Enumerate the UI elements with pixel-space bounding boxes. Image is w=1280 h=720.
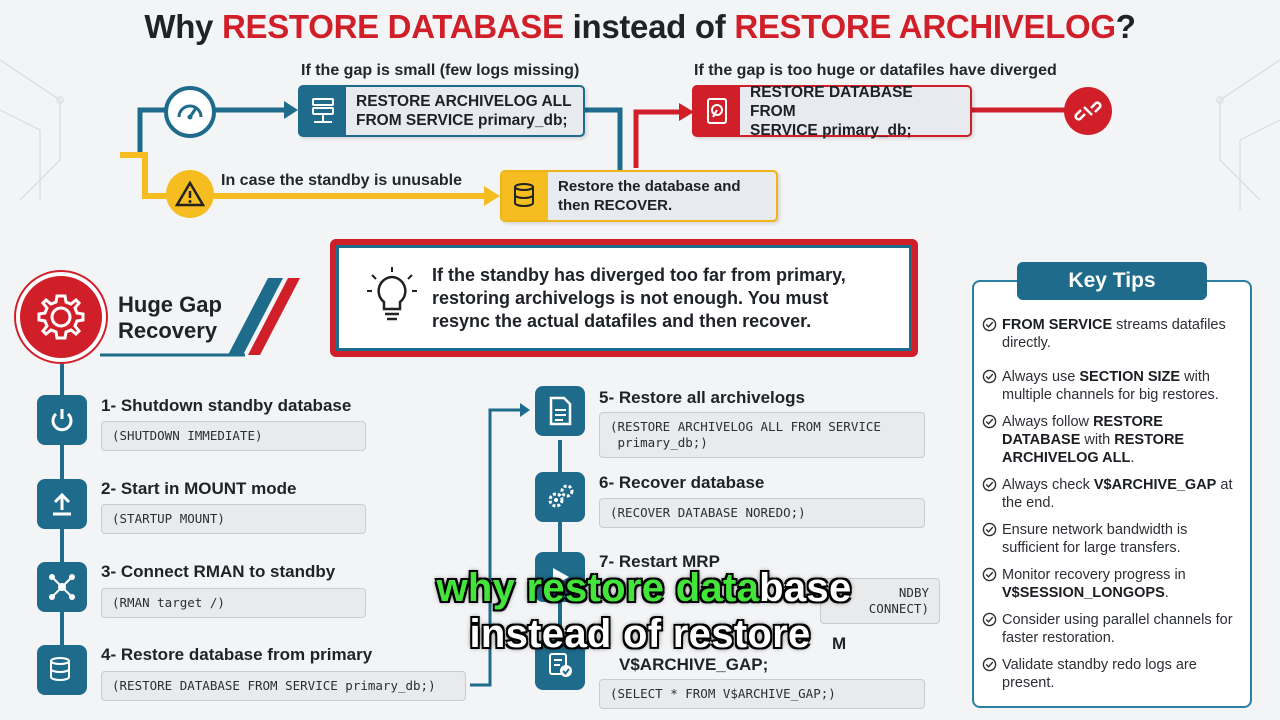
step-code: (RESTORE ARCHIVELOG ALL FROM SERVICE pri…: [599, 412, 925, 458]
step-code: NDBY CONNECT): [820, 578, 940, 624]
database-icon: [502, 172, 548, 220]
restore-archivelog-box: RESTORE ARCHIVELOG ALL FROM SERVICE prima…: [298, 85, 585, 137]
cmd-line: Restore the database and: [558, 178, 741, 195]
step-label: 1- Shutdown standby database: [101, 396, 352, 415]
upload-icon: [37, 479, 87, 529]
check-circle-icon: [982, 369, 1002, 389]
step-code: (SELECT * FROM V$ARCHIVE_GAP;): [599, 679, 925, 709]
warning-line: resync the actual datafiles and then rec…: [432, 310, 812, 331]
check-circle-icon: [982, 567, 1002, 587]
step-label: 5- Restore all archivelogs: [599, 388, 805, 407]
step-label: 6- Recover database: [599, 473, 765, 492]
diverged-warning-panel: If the standby has diverged too far from…: [330, 239, 918, 357]
check-circle-icon: [982, 477, 1002, 497]
tip-item: Monitor recovery progress in V$SESSION_L…: [982, 566, 1244, 602]
unusable-caption: In case the standby is unusable: [221, 172, 462, 189]
tips-list: FROM SERVICE streams datafiles directly.…: [982, 316, 1244, 692]
step-label: V$ARCHIVE_GAP;: [619, 655, 769, 674]
step-code: (RMAN target /): [101, 588, 366, 618]
lightbulb-icon: [366, 265, 418, 332]
warning-line: restoring archivelogs is not enough. You…: [432, 287, 829, 308]
restore-recover-box: Restore the database and then RECOVER.: [500, 170, 778, 222]
database-icon: [37, 645, 87, 695]
subtitle-line-1: why restore database: [436, 566, 852, 610]
huge-gap-line: Huge Gap: [118, 292, 222, 317]
cmd-line: FROM SERVICE primary_db;: [356, 112, 568, 129]
power-icon: [37, 395, 87, 445]
step-label: 7- Restart MRP: [599, 552, 720, 571]
step-code: (SHUTDOWN IMMEDIATE): [101, 421, 366, 451]
check-circle-icon: [982, 317, 1002, 337]
gears-icon: [535, 472, 585, 522]
cmd-line: then RECOVER.: [558, 197, 673, 214]
tip-item: FROM SERVICE streams datafiles directly.: [982, 316, 1244, 352]
key-tips-panel: [972, 280, 1252, 708]
network-icon: [37, 562, 87, 612]
check-circle-icon: [982, 612, 1002, 632]
speed-gauge-icon: [164, 86, 216, 138]
check-circle-icon: [982, 414, 1002, 434]
cmd-line: SERVICE primary_db;: [750, 121, 912, 139]
tip-item: Validate standby redo logs are present.: [982, 656, 1244, 692]
broken-link-icon: [1064, 87, 1112, 135]
gear-icon: [16, 272, 106, 362]
key-tips-header: Key Tips: [1017, 262, 1207, 300]
check-circle-icon: [982, 522, 1002, 542]
step-code: (STARTUP MOUNT): [101, 504, 366, 534]
play-icon: [535, 552, 585, 602]
step-label: 2- Start in MOUNT mode: [101, 479, 297, 498]
step-label: 3- Connect RMAN to standby: [101, 562, 336, 581]
tip-item: Always check V$ARCHIVE_GAP at the end.: [982, 476, 1244, 512]
warning-line: If the standby has diverged too far from…: [432, 264, 846, 285]
tip-item: Always follow RESTORE DATABASE with REST…: [982, 413, 1244, 467]
checklist-icon: [535, 640, 585, 690]
step-label-partial: M: [832, 634, 847, 653]
tip-item: Always use SECTION SIZE with multiple ch…: [982, 368, 1244, 404]
warning-icon: [166, 170, 214, 218]
step-code: (RESTORE DATABASE FROM SERVICE primary_d…: [101, 671, 466, 701]
small-gap-caption: If the gap is small (few logs missing): [301, 62, 580, 79]
hard-drive-icon: [694, 87, 740, 135]
cmd-line: RESTORE DATABASE FROM: [750, 83, 913, 120]
huge-gap-line: Recovery: [118, 318, 218, 343]
huge-gap-caption: If the gap is too huge or datafiles have…: [694, 62, 1057, 79]
subtitle-line-2: instead of restore: [469, 612, 811, 656]
cmd-line: RESTORE ARCHIVELOG ALL: [356, 93, 572, 110]
check-circle-icon: [982, 657, 1002, 677]
step-label: 4- Restore database from primary: [101, 645, 373, 664]
tip-item: Consider using parallel channels for fas…: [982, 611, 1244, 647]
document-icon: [535, 386, 585, 436]
page-title: Why RESTORE DATABASE instead of RESTORE …: [144, 8, 1136, 45]
server-icon: [300, 87, 346, 135]
tip-item: Ensure network bandwidth is sufficient f…: [982, 521, 1244, 557]
step-code: (RECOVER DATABASE NOREDO;): [599, 498, 925, 528]
